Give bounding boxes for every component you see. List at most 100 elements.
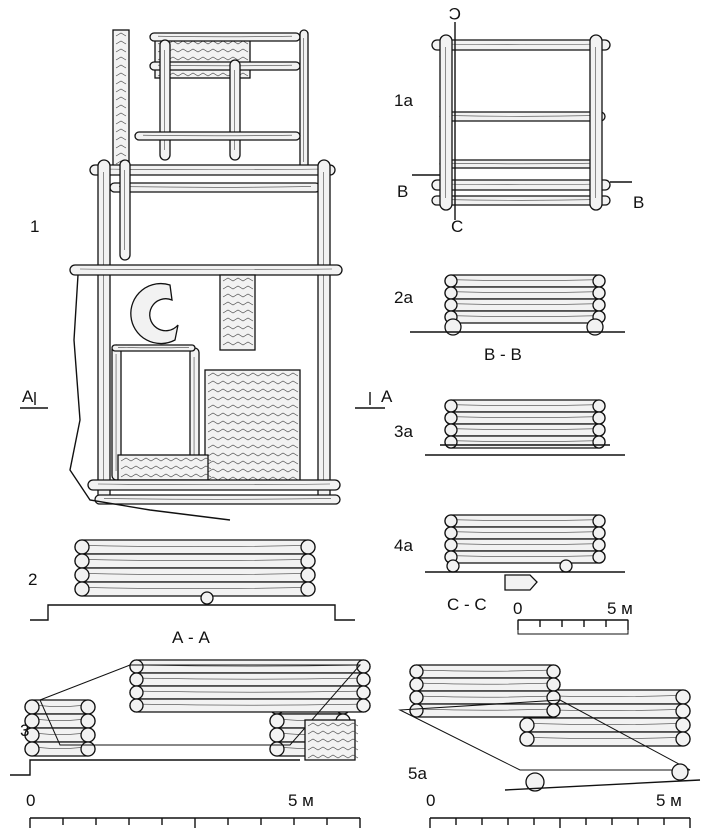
figure-label-1: 1 — [30, 217, 39, 236]
wood-grain — [142, 664, 358, 667]
log-end — [300, 567, 316, 583]
wood-grain — [157, 35, 293, 38]
section-2a — [410, 274, 625, 336]
log-end — [592, 538, 606, 552]
wood-grain — [142, 690, 358, 693]
wood-grain — [38, 719, 82, 721]
figure-label-3a: 3а — [394, 422, 413, 441]
log-end — [592, 526, 606, 540]
log-end — [409, 664, 424, 679]
wood-grain — [456, 291, 594, 293]
log-end — [269, 713, 285, 729]
log-end — [80, 713, 96, 729]
log — [439, 34, 453, 211]
chevron-grain — [115, 32, 127, 165]
log-end — [80, 699, 96, 715]
log-end — [444, 514, 458, 528]
wood-grain — [456, 428, 594, 430]
wood-grain — [456, 303, 594, 305]
wood-grain — [422, 695, 548, 698]
chevron-grain — [207, 372, 299, 481]
log — [444, 526, 606, 540]
log-end — [546, 677, 561, 692]
log-end — [300, 581, 316, 597]
wood-grain — [118, 186, 312, 188]
log — [74, 567, 316, 583]
chevron-grain — [222, 277, 254, 346]
log-end — [74, 581, 90, 597]
wood-grain — [456, 404, 594, 406]
log-end — [444, 526, 458, 540]
log-end — [592, 411, 606, 425]
wood-grain — [533, 737, 677, 739]
plank-panel — [112, 29, 130, 171]
log — [74, 539, 316, 555]
log-end — [129, 698, 144, 713]
chevron-grain — [307, 722, 359, 759]
log-end — [74, 553, 90, 569]
log — [444, 550, 606, 564]
log-end — [592, 274, 606, 288]
floor-outline — [398, 699, 691, 771]
log — [409, 690, 561, 705]
section-marker-a-right: А — [381, 387, 393, 406]
ground-line — [10, 759, 300, 776]
log — [589, 34, 603, 211]
ground-line — [30, 604, 355, 621]
section-marker-b-right: В — [633, 193, 644, 212]
log — [97, 159, 111, 501]
wood-grain — [441, 43, 601, 46]
wood-grain — [456, 315, 594, 317]
scale-left-end: 5 м — [288, 791, 314, 810]
log — [444, 514, 606, 528]
section-marker-a-left: А — [22, 387, 34, 406]
log-end — [525, 772, 545, 792]
wood-grain — [88, 573, 302, 575]
log — [409, 664, 561, 679]
log-end — [592, 514, 606, 528]
log — [159, 39, 171, 161]
log — [409, 677, 561, 692]
log — [409, 703, 561, 718]
log-end — [444, 298, 458, 312]
section-label-cc: С - С — [447, 595, 487, 614]
log-end — [592, 298, 606, 312]
log-end — [519, 717, 535, 733]
log-end — [444, 399, 458, 413]
log-end — [546, 690, 561, 705]
log-end — [675, 689, 691, 705]
section-4a — [425, 514, 629, 635]
wood-grain — [142, 677, 358, 680]
wood-grain — [456, 440, 594, 442]
wood-grain — [142, 134, 293, 137]
wood-grain — [97, 483, 331, 486]
log — [519, 717, 691, 733]
plan-1a — [412, 22, 632, 220]
log-end — [24, 699, 40, 715]
log-end — [409, 677, 424, 692]
figure-label-2a: 2а — [394, 288, 413, 307]
log-end — [592, 550, 606, 564]
log-end — [586, 318, 604, 336]
scale-bar-box — [517, 619, 629, 635]
log-end — [592, 399, 606, 413]
scale-left-start: 0 — [26, 791, 35, 810]
scale-right-end: 5 м — [656, 791, 682, 810]
wood-grain — [157, 64, 293, 67]
wood-grain — [448, 115, 597, 117]
perspective-3 — [10, 659, 371, 828]
log-end — [300, 539, 316, 555]
log-end — [675, 717, 691, 733]
wood-grain — [422, 669, 548, 672]
wood-grain — [38, 747, 82, 749]
log-end — [129, 685, 144, 700]
c-shaped-object — [130, 282, 179, 345]
log — [74, 553, 316, 569]
log — [519, 731, 691, 747]
log-end — [409, 690, 424, 705]
section-marker-c-bottom: С — [451, 217, 463, 236]
log-end — [546, 703, 561, 718]
wood-grain — [440, 199, 602, 201]
wood-grain — [88, 545, 302, 547]
